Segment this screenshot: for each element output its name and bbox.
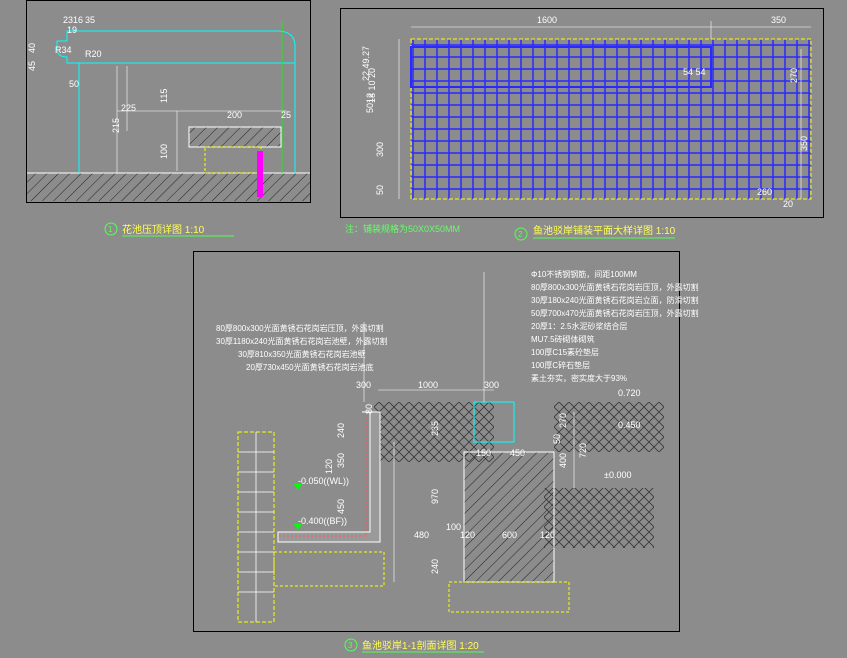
soil-right [544,488,654,548]
right-note-1: Φ10不锈钢钢筋，间距100MM [531,269,637,279]
dim-r2: 270 [789,68,799,83]
paving-spec-note: 注：铺装规格为50X0X50MM [345,223,460,234]
pond-base [273,551,385,587]
dim3-120: 120 [324,459,334,474]
detail-frame-1: 2316 35 19 R34 R20 40 45 50 225 115 215 … [26,0,311,203]
dim3-970: 970 [430,489,440,504]
detail-frame-3: 80厚800x300光面黄锈石花岗岩压顶，外露切割 30厚1180x240光面黄… [193,251,699,632]
title-3-num: 3 [348,641,353,650]
right-note-9: 素土夯实，密实度大于93% [531,373,627,383]
dim3-480: 480 [414,530,429,540]
dim-r34: R34 [55,45,72,55]
dim-350: 350 [771,15,786,25]
right-note-3: 30厚180x240光面黄锈石花岗岩立面，防滑切割 [531,295,699,305]
title-2-num: 2 [518,230,523,239]
dim-50: 50 [69,79,79,89]
title-1-num: 1 [108,225,113,234]
detail-drawing-1: 2316 35 19 R34 R20 40 45 50 225 115 215 … [27,15,310,201]
title-2-text: 鱼池驳岸铺装平面大样详图 1:10 [533,224,676,237]
detail-frame-2: 1600 350 22.49.27 18 10 20 5012 300 50 5… [340,8,824,218]
dim-l4: 300 [375,142,385,157]
dim3-240: 240 [336,423,346,438]
level-720: 0.720 [618,388,641,398]
dim3-270: 270 [558,413,568,428]
dim-r3: 350 [799,136,809,151]
dim-top-a: 2316 [63,15,83,25]
right-note-2: 80厚800x300光面黄锈石花岗岩压顶，外露切割 [531,282,699,292]
dim-215: 215 [111,118,121,133]
drain-outline [204,146,262,174]
dim3-50: 50 [552,434,562,444]
dim3-720: 720 [578,443,588,458]
dim-l2: 18 10 20 [367,68,377,103]
dim3-450h: 450 [510,448,525,458]
dim3-80: 80 [364,404,374,414]
dim3-600: 600 [502,530,517,540]
left-note-3: 30厚810x350光面黄锈石花岗岩池壁 [238,349,366,359]
dim-225: 225 [121,103,136,113]
retaining-wall [463,451,555,583]
right-note-6: MU7.5砖砌体砌筑 [531,334,595,344]
dim-top-b: 35 [85,15,95,25]
right-note-8: 100厚C碎石垫层 [531,360,590,370]
level-450: 0.450 [618,420,641,430]
dim-115: 115 [159,89,169,103]
dim3-100: 100 [446,522,461,532]
inner-coping [188,126,282,148]
dim3-150: 150 [476,448,491,458]
dim3-450: 450 [336,499,346,514]
dim-100: 100 [159,144,169,159]
ground-hatch [27,173,310,201]
dim-45: 45 [27,61,37,71]
left-note-4: 20厚730x450光面黄锈石花岗岩池底 [246,362,374,372]
title-3-text: 鱼池驳岸1-1剖面详图 1:20 [362,639,479,652]
detail-drawing-2: 1600 350 22.49.27 18 10 20 5012 300 50 5… [361,15,812,209]
dim3-350: 350 [336,453,346,468]
title-panel-1: 1 花池压顶详图 1:10 [104,222,234,237]
dim-r20: R20 [85,49,102,59]
dim3-400: 400 [558,453,568,468]
pond-wall [277,411,381,543]
dim-200: 200 [227,110,242,120]
right-note-5: 20厚1：2.5水泥砂浆结合层 [531,321,627,331]
left-note-2: 30厚1180x240光面黄锈石花岗岩池壁，外露切割 [216,336,387,346]
dim3-120b: 120 [540,530,555,540]
coping-block [473,401,515,443]
title-panel-3: 3 鱼池驳岸1-1剖面详图 1:20 [344,638,484,653]
title-panel-2: 注：铺装规格为50X0X50MM 2 鱼池驳岸铺装平面大样详图 1:10 [345,223,676,241]
dim-r19: 19 [67,25,77,35]
dim-l1: 22.49.27 [361,46,371,81]
dim-b1: 260 [757,187,772,197]
dim3-240b: 240 [430,559,440,574]
left-note-1: 80厚800x300光面黄锈石花岗岩压顶，外露切割 [216,323,384,333]
dim-40: 40 [27,43,37,53]
dim-1600: 1600 [537,15,557,25]
dim3-300b: 300 [484,380,499,390]
dim-25: 25 [281,110,291,120]
level-000: ±0.000 [604,470,631,480]
soil-top-right [554,402,664,452]
level-wl: -0.050((WL)) [298,476,349,486]
dim3-300a: 300 [356,380,371,390]
detail-drawing-3: 80厚800x300光面黄锈石花岗岩压顶，外露切割 30厚1180x240光面黄… [216,269,699,623]
right-note-4: 50厚700x470光面黄锈石花岗岩压顶，外露切割 [531,308,699,318]
dim3-235: 235 [430,421,440,436]
coping-profile [56,30,296,64]
dim-l3: 5012 [365,93,375,113]
level-bf: -0.400((BF)) [298,516,347,526]
right-note-7: 100厚C15素砼垫层 [531,347,599,357]
title-1-text: 花池压顶详图 1:10 [122,223,205,236]
paving-grid [411,39,811,199]
dim3-1000: 1000 [418,380,438,390]
dim-r1: 54 54 [683,67,706,77]
dim-l5: 50 [375,185,385,195]
membrane-strip [257,151,263,197]
dim3-120a: 120 [460,530,475,540]
wall-footing [448,581,570,613]
dim-b2: 20 [783,199,793,209]
